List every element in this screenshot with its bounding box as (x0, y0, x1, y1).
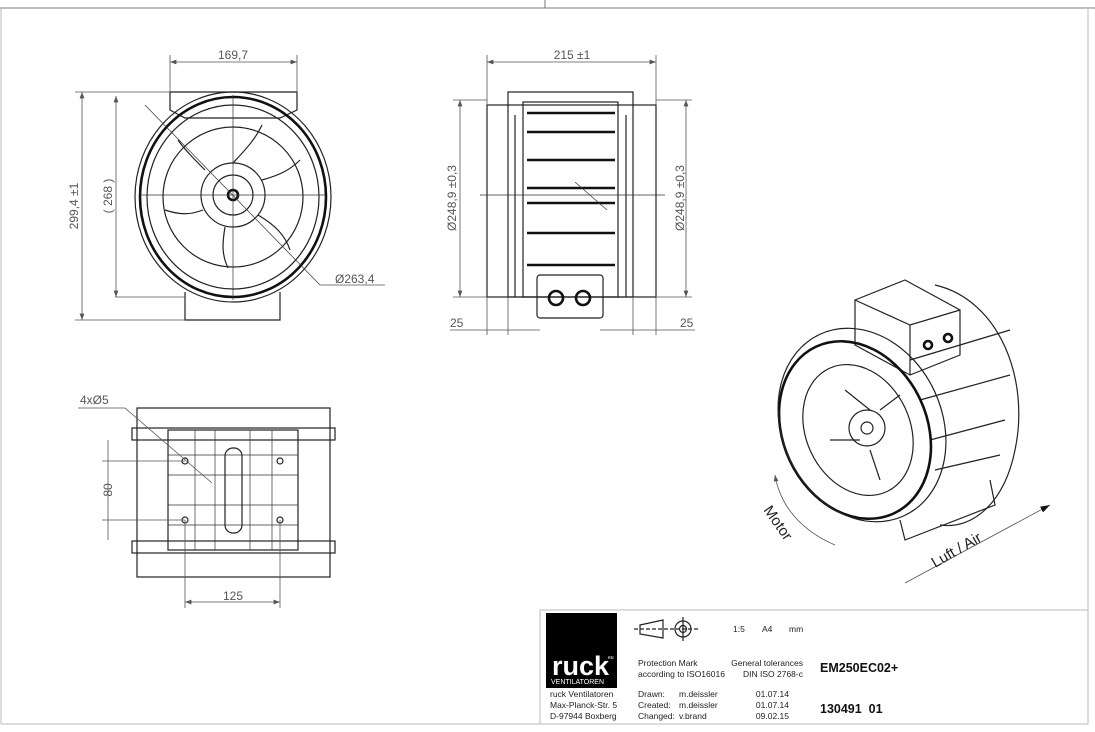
model-number: EM250EC02+ (820, 661, 898, 675)
motor-rotation-label: Motor (760, 503, 796, 544)
airflow-label: Luft / Air (929, 529, 985, 571)
drawing-number: 130491 01 (820, 702, 883, 716)
created-by: m.deissler (679, 700, 718, 710)
bottom-view: 4xØ5 80 125 (78, 393, 336, 608)
created-label: Created: (638, 700, 671, 710)
company-street: Max-Planck-Str. 5 (550, 700, 617, 710)
scale: 1:5 (733, 624, 745, 634)
protection-mark-standard: according to ISO16016 (638, 669, 725, 679)
projection-symbol-icon (634, 617, 700, 641)
company-city: D-97944 Boxberg (550, 711, 617, 721)
diameter-right-dimension: Ø248,9 ±0,3 (673, 165, 687, 231)
width-dimension: 169,7 (218, 48, 248, 62)
paper-format: A4 (762, 624, 773, 634)
side-view: 215 ±1 Ø248,9 ±0,3 Ø248,9 ±0,3 25 25 (445, 48, 695, 335)
ruck-logo (546, 613, 617, 688)
drawn-date: 01.07.14 (756, 689, 789, 699)
holes-dimension: 4xØ5 (80, 393, 109, 407)
logo-sup: eu (608, 655, 614, 661)
hole-spacing-y-dimension: 80 (101, 483, 115, 497)
collar-left-dimension: 25 (450, 316, 464, 330)
changed-by: v.brand (679, 711, 707, 721)
collar-right-dimension: 25 (680, 316, 694, 330)
protection-mark: Protection Mark (638, 658, 698, 668)
changed-label: Changed: (638, 711, 675, 721)
unit: mm (789, 624, 803, 634)
hole-spacing-x-dimension: 125 (223, 589, 243, 603)
tolerances-standard: DIN ISO 2768-c (743, 669, 804, 679)
logo-text: ruck (552, 651, 610, 681)
company-name: ruck Ventilatoren (550, 689, 614, 699)
drawn-label: Drawn: (638, 689, 665, 699)
isometric-view: Motor Luft / Air (760, 279, 1051, 584)
drawn-by: m.deissler (679, 689, 718, 699)
inner-height-dimension: ( 268 ) (101, 179, 115, 214)
logo-sub: VENTILATOREN (551, 679, 604, 686)
height-dimension: 299,4 ±1 (67, 182, 81, 229)
title-block: ruck eu VENTILATOREN ruck Ventilatoren M… (539, 609, 1089, 725)
length-dimension: 215 ±1 (554, 48, 591, 62)
created-date: 01.07.14 (756, 700, 789, 710)
front-view: Ø263,4 169,7 299,4 ±1 ( 268 ) (67, 48, 385, 321)
tolerances-label: General tolerances (731, 658, 803, 668)
changed-date: 09.02.15 (756, 711, 789, 721)
diameter-dimension: Ø263,4 (335, 272, 375, 286)
diameter-left-dimension: Ø248,9 ±0,3 (445, 165, 459, 231)
